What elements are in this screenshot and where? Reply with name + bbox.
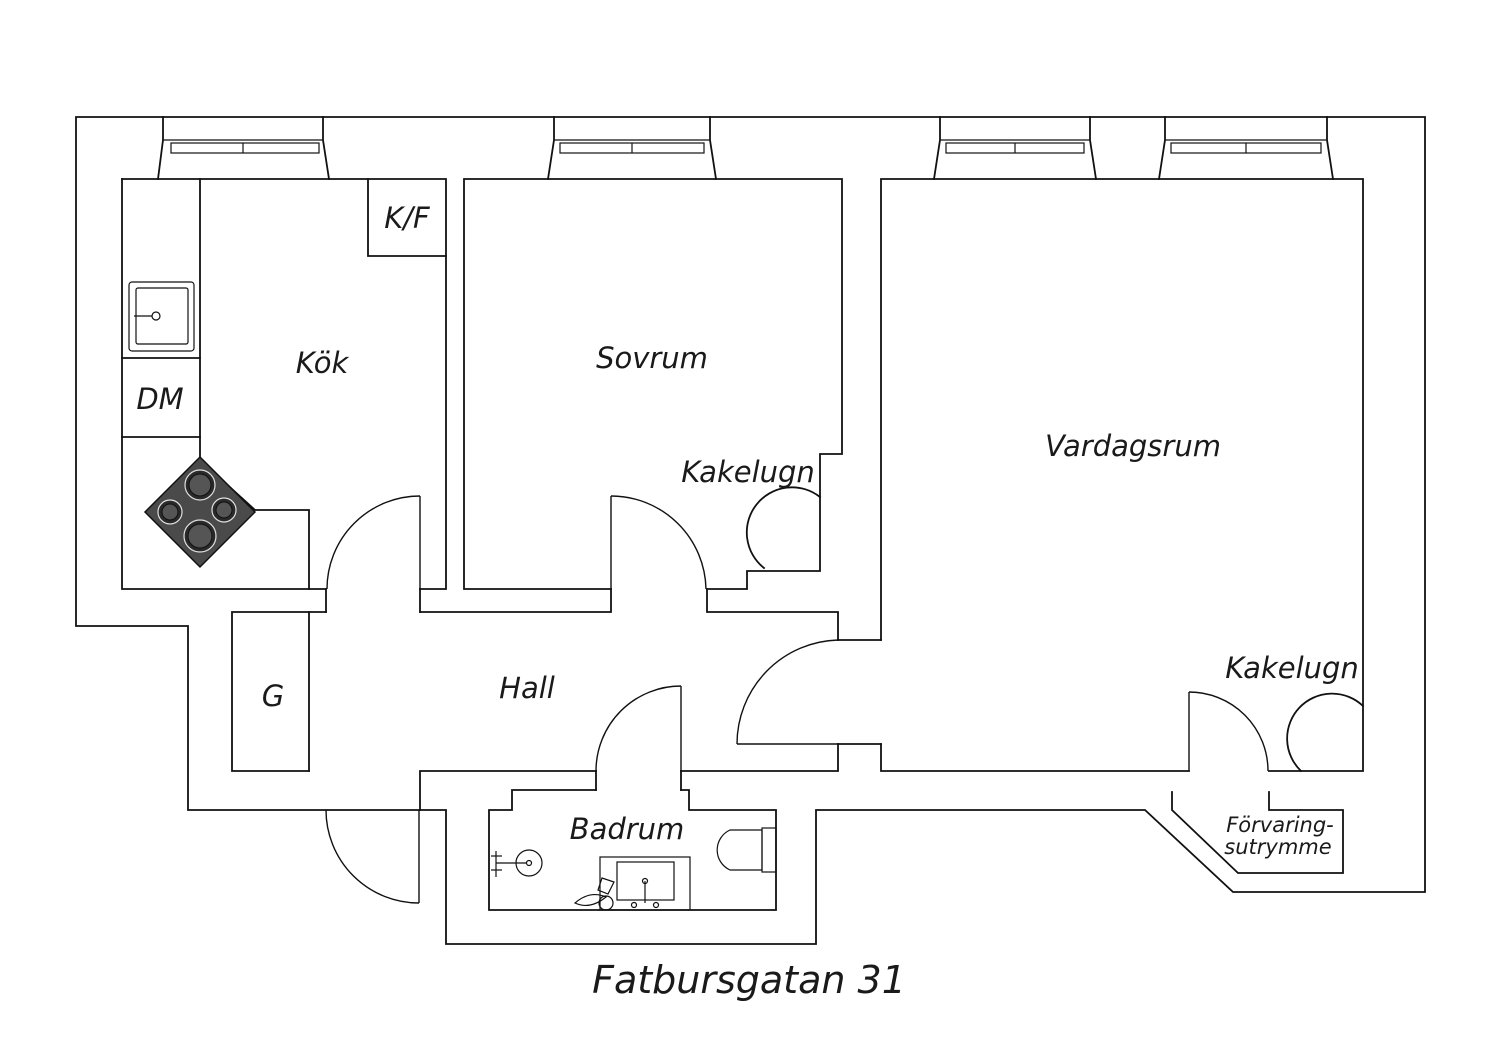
room-label-forvaring-line2: sutrymme	[1224, 835, 1331, 859]
living-room: Vardagsrum Kakelugn	[736, 178, 1365, 773]
address-title: Fatbursgatan 31	[592, 958, 906, 1002]
bedroom: Sovrum Kakelugn	[463, 178, 843, 590]
room-label-sovrum: Sovrum	[596, 341, 708, 375]
room-label-vardagsrum: Vardagsrum	[1045, 429, 1221, 463]
bathroom: Badrum	[488, 685, 777, 911]
bathroom-door	[595, 685, 682, 772]
bedroom-door	[610, 495, 707, 590]
front-door	[325, 809, 420, 904]
room-label-kakelugn-sovrum: Kakelugn	[681, 455, 815, 489]
room-label-kf: K/F	[384, 201, 431, 235]
window	[1157, 116, 1335, 181]
room-label-badrum: Badrum	[570, 812, 685, 846]
room-label-g: G	[262, 679, 284, 713]
kitchen-sink-icon	[128, 281, 195, 352]
storage-door	[1188, 691, 1269, 772]
storage: Förvaring- sutrymme	[1171, 791, 1344, 874]
windows	[156, 116, 1335, 181]
soap-holder-icon	[573, 877, 615, 911]
room-label-kakelugn-vardagsrum: Kakelugn	[1225, 651, 1359, 685]
room-label-forvaring-line1: Förvaring-	[1226, 813, 1334, 837]
fridge-freezer-box	[367, 178, 447, 257]
hall: G Hall	[231, 588, 882, 904]
tiled-stove-living-room	[1286, 692, 1365, 773]
window	[156, 116, 331, 181]
outer-wall	[75, 116, 1426, 945]
toilet-icon	[716, 827, 777, 873]
kitchen-door	[326, 495, 421, 590]
stove-icon	[143, 455, 257, 569]
room-label-kok: Kök	[296, 346, 350, 380]
shower-icon	[491, 849, 543, 877]
window	[546, 116, 718, 181]
kitchen: Kök K/F DM	[121, 178, 447, 590]
window	[932, 116, 1098, 181]
living-room-door	[736, 639, 839, 745]
room-label-dm: DM	[136, 382, 183, 416]
room-label-hall: Hall	[499, 671, 555, 705]
tiled-stove-bedroom	[745, 486, 822, 570]
